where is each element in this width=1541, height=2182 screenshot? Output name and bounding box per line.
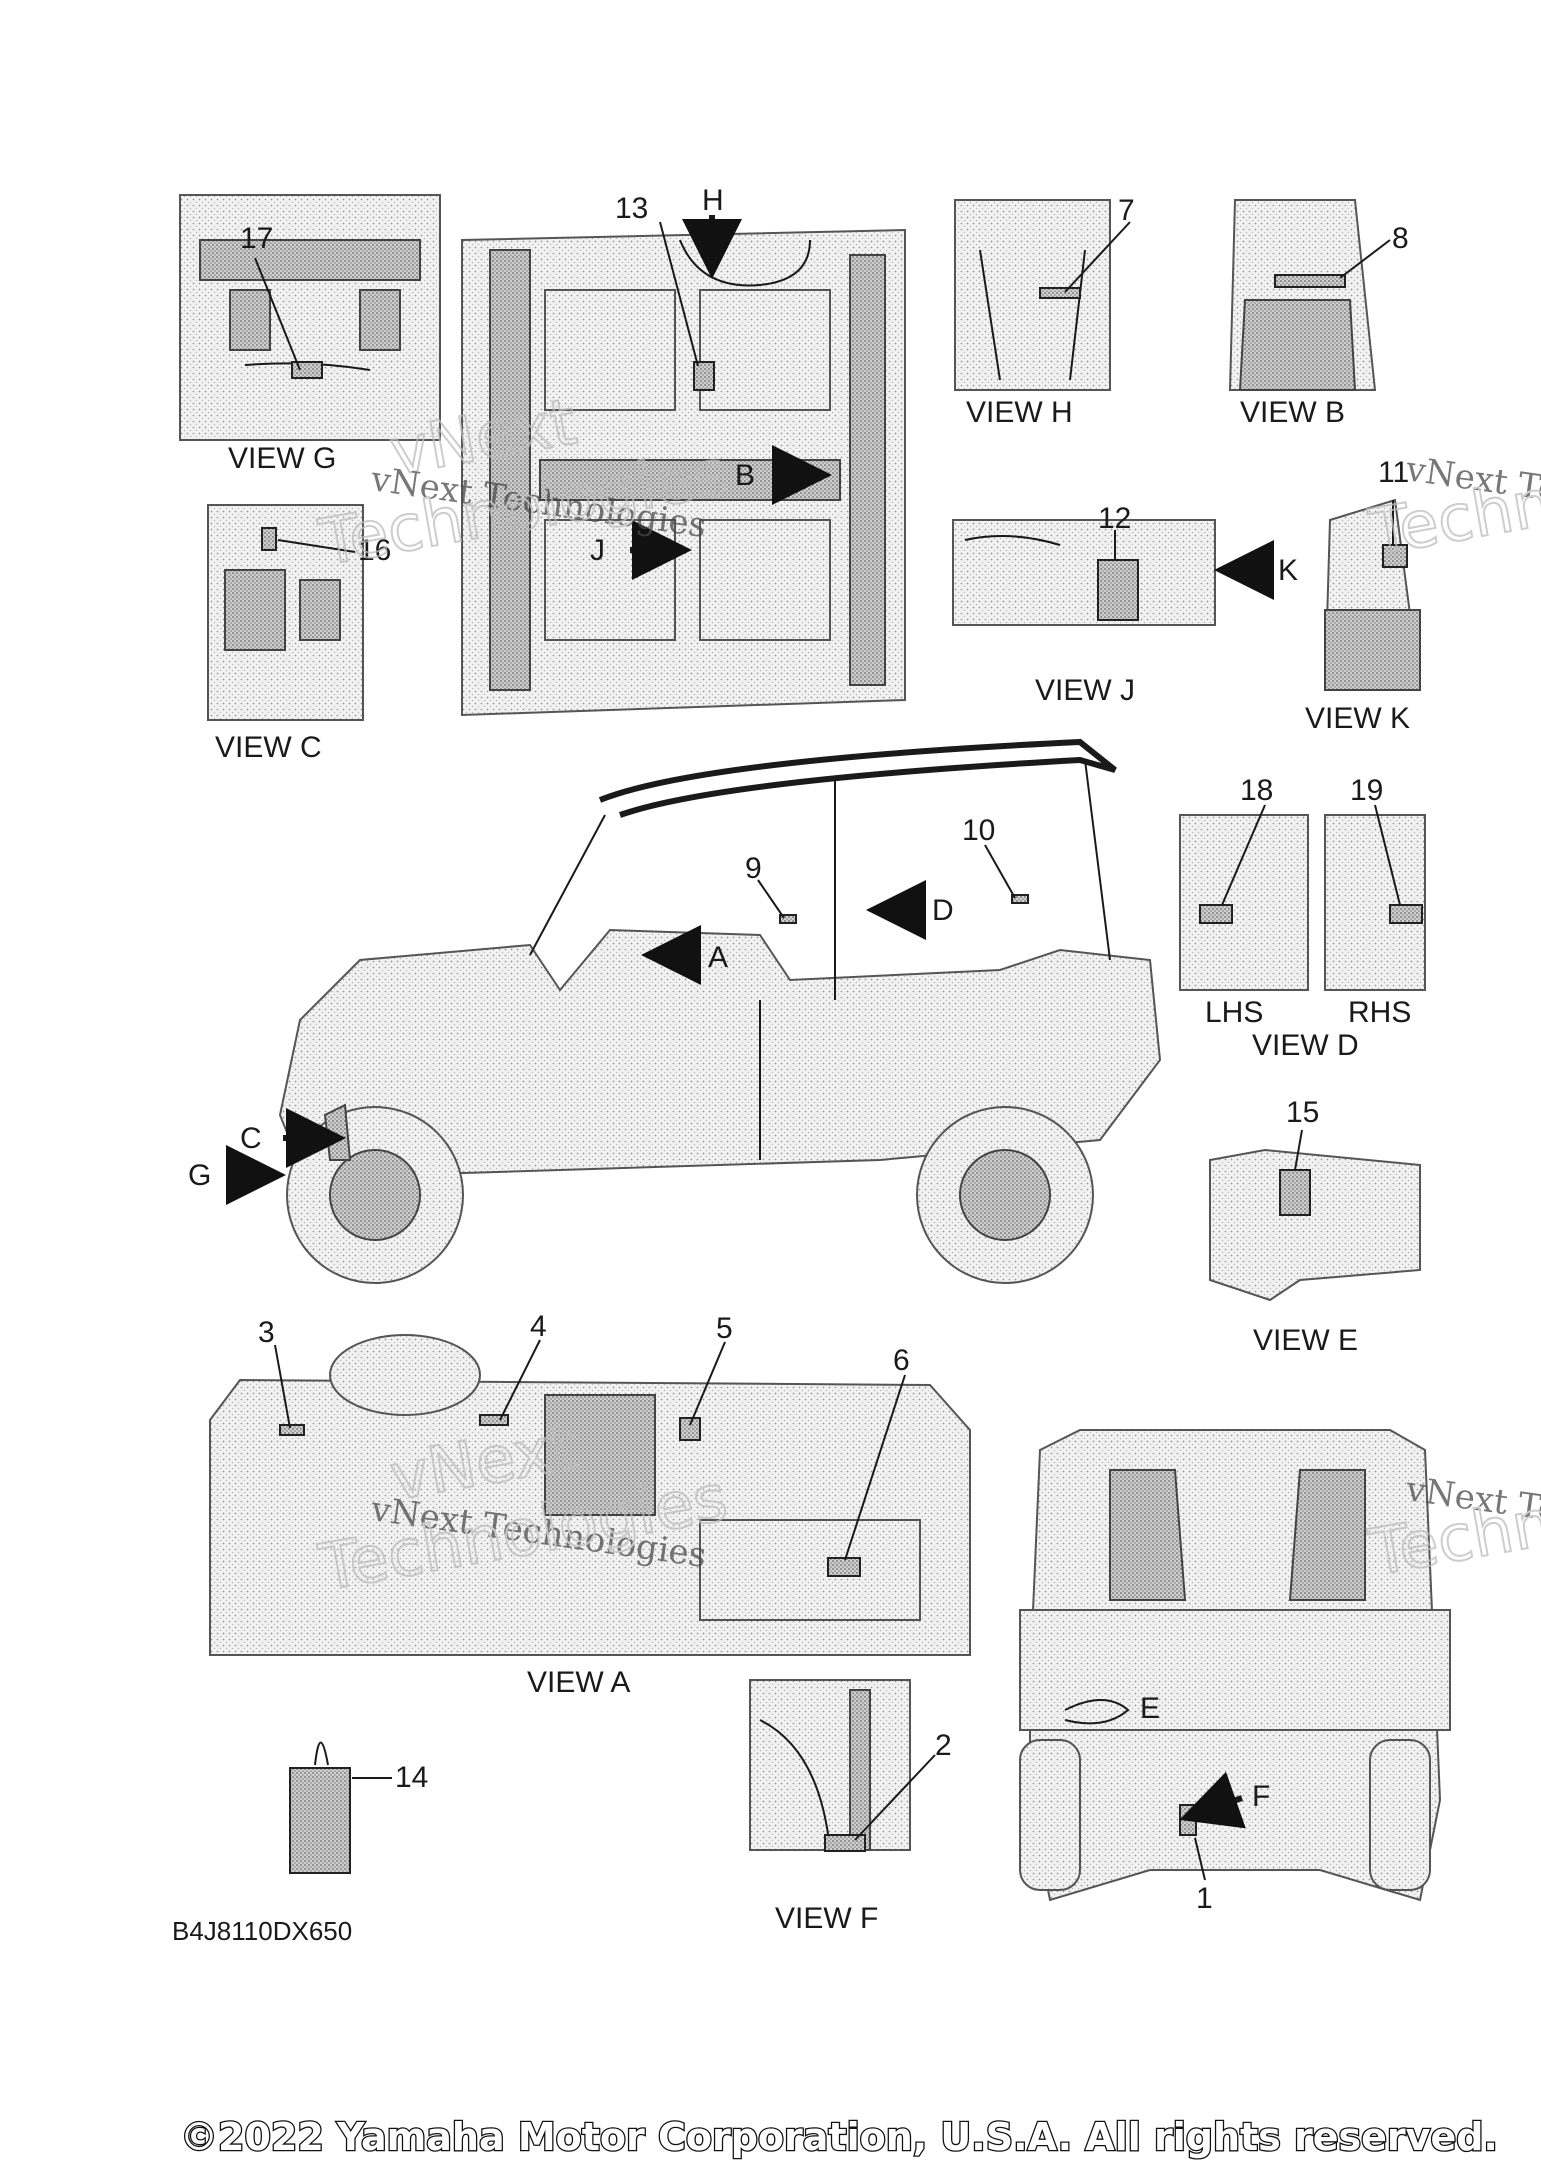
label-2-shape: [824, 1834, 866, 1852]
view-f-panel: 2 VIEW F: [749, 1679, 952, 1935]
arrow-d-label: D: [932, 894, 954, 927]
view-d-panel: 18 19 LHS RHS VIEW D: [1179, 774, 1426, 1062]
callout-12: 12: [1098, 502, 1131, 535]
underside-view-panel: 13 H B J: [461, 184, 906, 717]
callout-17: 17: [240, 222, 273, 255]
view-d-lhs-label: LHS: [1205, 996, 1263, 1029]
label-3-shape: [279, 1424, 305, 1436]
label-5-shape: [679, 1417, 701, 1441]
label-17-shape: [291, 361, 323, 379]
callout-5: 5: [716, 1312, 733, 1345]
arrow-g-label: G: [188, 1159, 211, 1192]
view-b-label: VIEW B: [1240, 396, 1345, 429]
callout-6: 6: [893, 1344, 910, 1377]
diagram-code: B4J8110DX650: [172, 1916, 352, 1946]
view-b-panel: 8 VIEW B: [1228, 199, 1409, 429]
callout-2: 2: [935, 1729, 952, 1762]
callout-7: 7: [1118, 194, 1135, 227]
view-f-label: VIEW F: [775, 1902, 878, 1935]
view-h-panel: 7 VIEW H: [954, 194, 1135, 429]
arrow-a-label: A: [708, 941, 728, 974]
label-11-shape: [1382, 544, 1408, 568]
view-h-label: VIEW H: [966, 396, 1073, 429]
copyright-notice: ©2022 Yamaha Motor Corporation, U.S.A. A…: [180, 2115, 1498, 2159]
view-a-label: VIEW A: [527, 1666, 630, 1699]
callout-10: 10: [962, 814, 995, 847]
label-10-shape: [1011, 894, 1029, 904]
label-16-shape: [261, 527, 277, 551]
label-12-shape: [1097, 559, 1139, 621]
arrow-k-label: K: [1278, 554, 1298, 587]
callout-3: 3: [258, 1316, 275, 1349]
view-d-label: VIEW D: [1252, 1029, 1359, 1062]
callout-4: 4: [530, 1310, 547, 1343]
arrow-h-label: H: [702, 184, 724, 217]
label-9-shape: [779, 914, 797, 924]
callout-13: 13: [615, 192, 648, 225]
view-c-label: VIEW C: [215, 731, 322, 764]
callout-16: 16: [358, 534, 391, 567]
callout-19: 19: [1350, 774, 1383, 807]
label-19-shape: [1389, 904, 1423, 924]
view-c-panel: 16 VIEW C: [207, 504, 391, 764]
view-d-rhs-label: RHS: [1348, 996, 1411, 1029]
callout-11: 11: [1378, 456, 1409, 489]
hang-tag-14: 14: [289, 1741, 428, 1874]
callout-18: 18: [1240, 774, 1273, 807]
vehicle-side-view: 9 10 D A C G: [188, 738, 1162, 1284]
arrow-b-label: B: [735, 459, 755, 492]
view-e-panel: 15 VIEW E: [1209, 1096, 1421, 1357]
vehicle-rear-view: E F 1: [1019, 1429, 1451, 1915]
label-18-shape: [1199, 904, 1233, 924]
label-7-shape: [1039, 287, 1081, 299]
view-g-panel: 17 VIEW G: [179, 194, 441, 475]
view-k-panel: 11 VIEW K: [1305, 456, 1422, 735]
label-4-shape: [479, 1414, 509, 1426]
arrow-c-label: C: [240, 1122, 262, 1155]
view-a-panel: 3 4 5 6 VIEW A: [209, 1310, 971, 1699]
view-j-panel: 12 K VIEW J: [952, 502, 1298, 707]
arrow-j-label: J: [590, 534, 605, 567]
view-k-label: VIEW K: [1305, 702, 1410, 735]
view-e-label: VIEW E: [1253, 1324, 1358, 1357]
callout-15: 15: [1286, 1096, 1319, 1129]
callout-1: 1: [1196, 1882, 1213, 1915]
label-1-shape: [1179, 1804, 1197, 1836]
arrow-f-label: F: [1252, 1780, 1270, 1813]
arrow-e-label: E: [1140, 1692, 1160, 1725]
label-15-shape: [1279, 1169, 1311, 1216]
view-g-label: VIEW G: [228, 442, 336, 475]
label-13-shape: [693, 361, 715, 391]
callout-9: 9: [745, 852, 762, 885]
callout-14: 14: [395, 1761, 428, 1794]
label-8-shape: [1274, 274, 1346, 288]
view-j-label: VIEW J: [1035, 674, 1135, 707]
callout-8: 8: [1392, 222, 1409, 255]
label-6-shape: [827, 1557, 861, 1577]
